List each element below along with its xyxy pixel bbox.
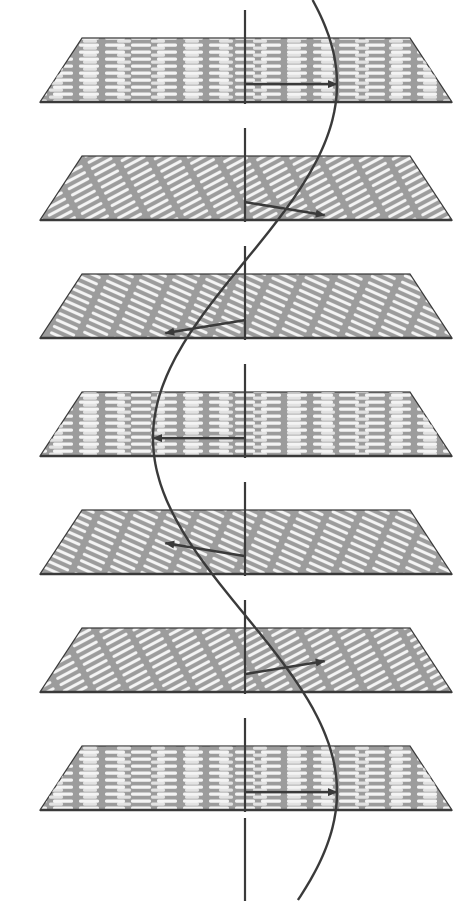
layer-plane (40, 600, 452, 694)
layer-plane (40, 482, 452, 576)
layer-plane (40, 128, 452, 222)
layer-plane (40, 718, 452, 812)
layer-plane (40, 364, 452, 458)
layer-plane (40, 10, 452, 104)
